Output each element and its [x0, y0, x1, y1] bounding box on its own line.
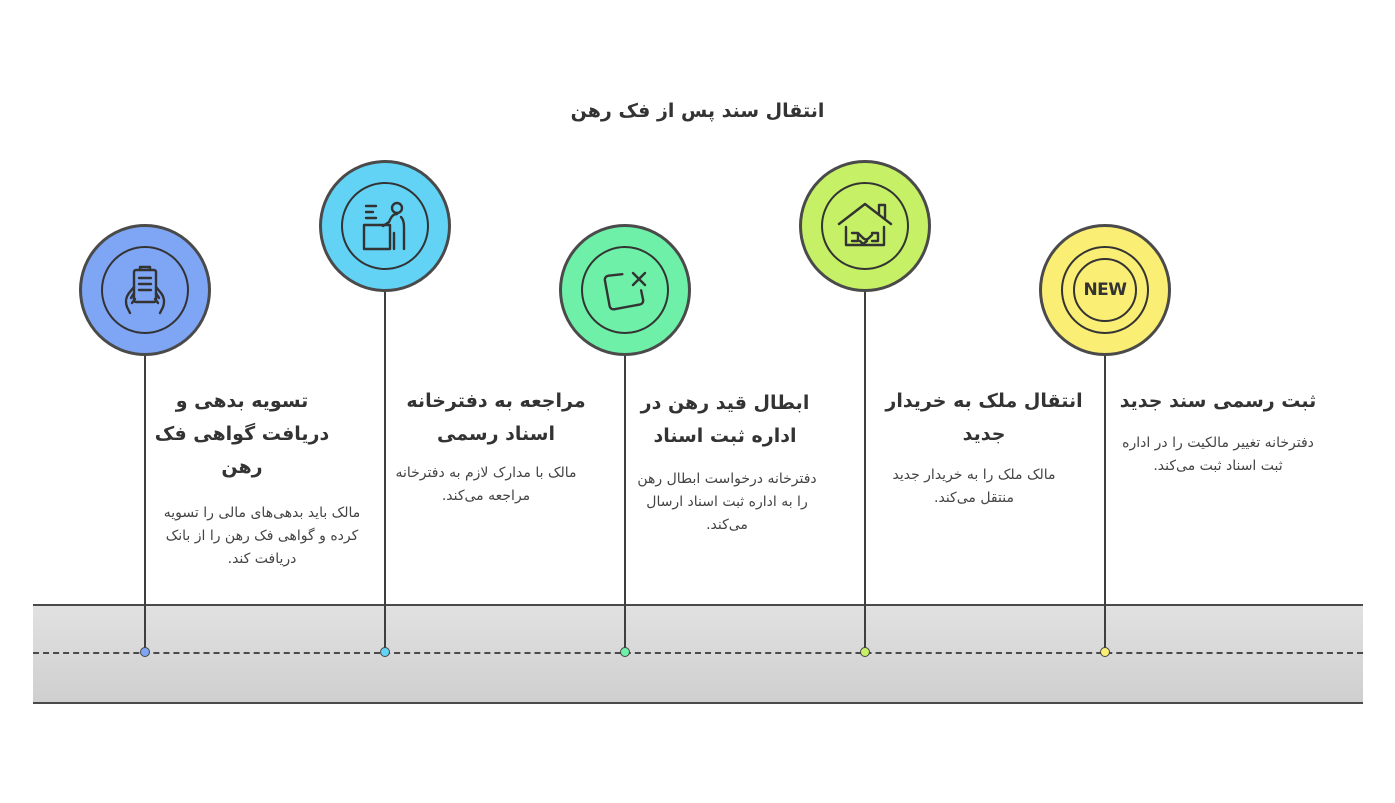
step-4-inner-ring	[821, 182, 909, 270]
step-4-title: انتقال ملک به خریدار جدید	[885, 390, 1083, 445]
step-5-connector-line	[1104, 350, 1106, 652]
step-4-circle	[799, 160, 931, 292]
step-4-description: مالک ملک را به خریدار جدید منتقل می‌کند.	[892, 467, 1056, 506]
step-5-node	[1100, 647, 1110, 657]
step-2-connector-line	[384, 290, 386, 652]
step-2-node	[380, 647, 390, 657]
step-2-title: مراجعه به دفترخانه اسناد رسمی	[406, 390, 586, 445]
page-title: انتقال سند پس از فک رهن	[570, 100, 825, 122]
step-4-connector-line	[864, 290, 866, 652]
new-badge-icon: NEW	[1073, 258, 1137, 322]
step-1-title: تسویه بدهی و دریافت گواهی فک رهن	[154, 390, 330, 478]
step-5-title: ثبت رسمی سند جدید	[1119, 390, 1317, 412]
step-3-node	[620, 647, 630, 657]
person-at-desk-icon	[356, 197, 414, 255]
step-4-node	[860, 647, 870, 657]
road-center-dashed-line	[33, 652, 1363, 654]
step-1-node	[140, 647, 150, 657]
step-1-inner-ring	[101, 246, 189, 334]
house-handshake-icon	[834, 197, 896, 255]
step-5-circle: NEW	[1039, 224, 1171, 356]
step-5-description: دفترخانه تغییر مالکیت را در اداره ثبت اس…	[1122, 435, 1314, 474]
hands-holding-document-icon	[116, 261, 174, 319]
step-2-description: مالک با مدارک لازم به دفترخانه مراجعه می…	[395, 465, 577, 504]
step-1-circle	[79, 224, 211, 356]
step-3-inner-ring	[581, 246, 669, 334]
step-3-connector-line	[624, 350, 626, 652]
cancel-square-icon	[596, 261, 654, 319]
new-badge-text: NEW	[1083, 280, 1127, 300]
step-3-circle	[559, 224, 691, 356]
step-3-description: دفترخانه درخواست ابطال رهن را به اداره ث…	[637, 471, 817, 533]
step-2-circle	[319, 160, 451, 292]
step-5-inner-ring: NEW	[1061, 246, 1149, 334]
step-2-inner-ring	[341, 182, 429, 270]
step-1-connector-line	[144, 350, 146, 652]
step-3-title: ابطال قید رهن در اداره ثبت اسناد	[640, 392, 810, 447]
step-1-description: مالک باید بدهی‌های مالی را تسویه کرده و …	[163, 505, 361, 567]
timeline-road	[33, 604, 1363, 704]
